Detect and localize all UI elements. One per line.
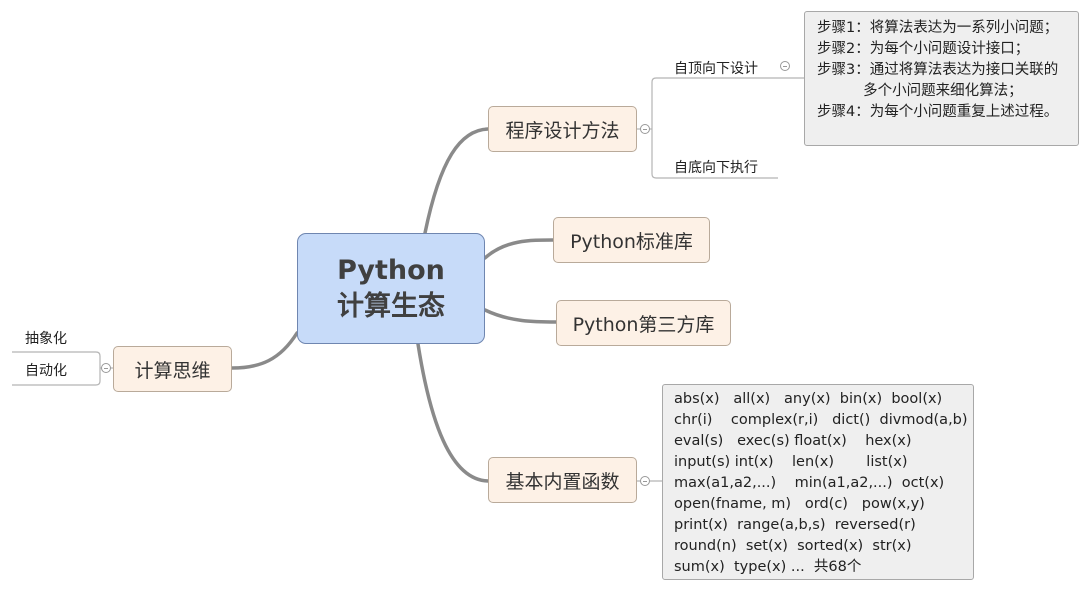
connector-design-children <box>651 77 778 179</box>
collapse-icon[interactable] <box>101 363 111 373</box>
connector-builtins <box>416 342 490 483</box>
function-line: chr(i) complex(r,i) dict() divmod(a,b) <box>674 412 968 428</box>
collapse-icon[interactable] <box>640 476 650 486</box>
steps-note: 步骤1：将算法表达为一系列小问题； 步骤2：为每个小问题设计接口； 步骤3：通过… <box>804 11 1079 146</box>
function-line: max(a1,a2,...) min(a1,a2,...) oct(x) <box>674 475 945 491</box>
function-line: round(n) set(x) sorted(x) str(x) <box>674 538 912 554</box>
subtopic-automation[interactable]: 自动化 <box>25 363 67 379</box>
step-line: 多个小问题来细化算法； <box>817 83 1023 99</box>
central-topic[interactable]: Python 计算生态 <box>297 233 485 344</box>
topic-label: Python标准库 <box>570 230 693 253</box>
topic-standard-library[interactable]: Python标准库 <box>553 217 710 263</box>
collapse-icon[interactable] <box>780 61 790 71</box>
topic-label: 程序设计方法 <box>505 119 620 142</box>
function-line: print(x) range(a,b,s) reversed(r) <box>674 517 916 533</box>
central-topic-line2: 计算生态 <box>337 290 445 322</box>
collapse-icon[interactable] <box>640 124 650 134</box>
topic-builtin-functions[interactable]: 基本内置函数 <box>488 457 637 503</box>
connector-design <box>423 127 490 235</box>
subtopic-top-down[interactable]: 自顶向下设计 <box>674 61 758 77</box>
function-line: input(s) int(x) len(x) list(x) <box>674 454 908 470</box>
connector-thinking <box>230 331 299 370</box>
central-topic-line1: Python <box>337 254 445 286</box>
step-line: 步骤4：为每个小问题重复上述过程。 <box>817 104 1059 120</box>
step-line: 步骤2：为每个小问题设计接口； <box>817 41 1030 57</box>
topic-label: 基本内置函数 <box>505 470 620 493</box>
topic-design-methods[interactable]: 程序设计方法 <box>488 106 637 152</box>
function-line: open(fname, m) ord(c) pow(x,y) <box>674 496 925 512</box>
step-line: 步骤3：通过将算法表达为接口关联的 <box>817 62 1059 78</box>
step-line: 步骤1：将算法表达为一系列小问题； <box>817 20 1059 36</box>
subtopic-abstraction[interactable]: 抽象化 <box>25 331 67 347</box>
builtin-functions-note: abs(x) all(x) any(x) bin(x) bool(x) chr(… <box>662 384 974 580</box>
connector-thirdparty <box>483 308 558 324</box>
function-line: eval(s) exec(s) float(x) hex(x) <box>674 433 912 449</box>
topic-label: Python第三方库 <box>572 313 715 336</box>
function-line: abs(x) all(x) any(x) bin(x) bool(x) <box>674 391 943 407</box>
connector-stdlib <box>483 238 555 260</box>
subtopic-bottom-up[interactable]: 自底向下执行 <box>674 160 758 176</box>
topic-third-party-library[interactable]: Python第三方库 <box>556 300 731 346</box>
topic-computational-thinking[interactable]: 计算思维 <box>113 346 232 392</box>
topic-label: 计算思维 <box>134 359 211 382</box>
function-line: sum(x) type(x) ... 共68个 <box>674 559 862 575</box>
